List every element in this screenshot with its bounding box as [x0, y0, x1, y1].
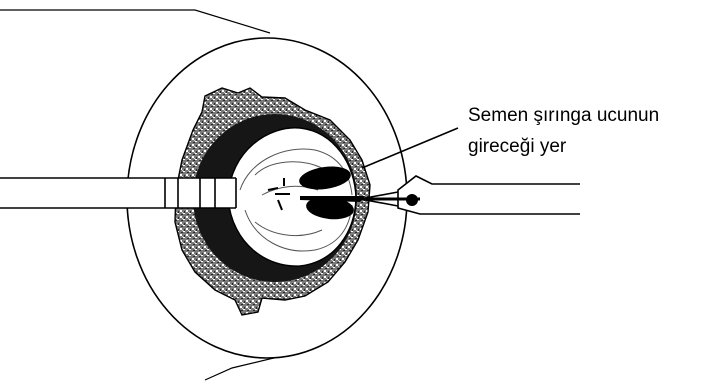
holding-pipette-icon: [0, 178, 236, 208]
bottom-leader-line: [205, 356, 282, 380]
injection-site-label-line-2: gireceği yer: [468, 137, 566, 156]
top-leader-line: [0, 10, 270, 33]
injection-site-label-line-1: Semen şırınga ucunun: [468, 106, 659, 125]
